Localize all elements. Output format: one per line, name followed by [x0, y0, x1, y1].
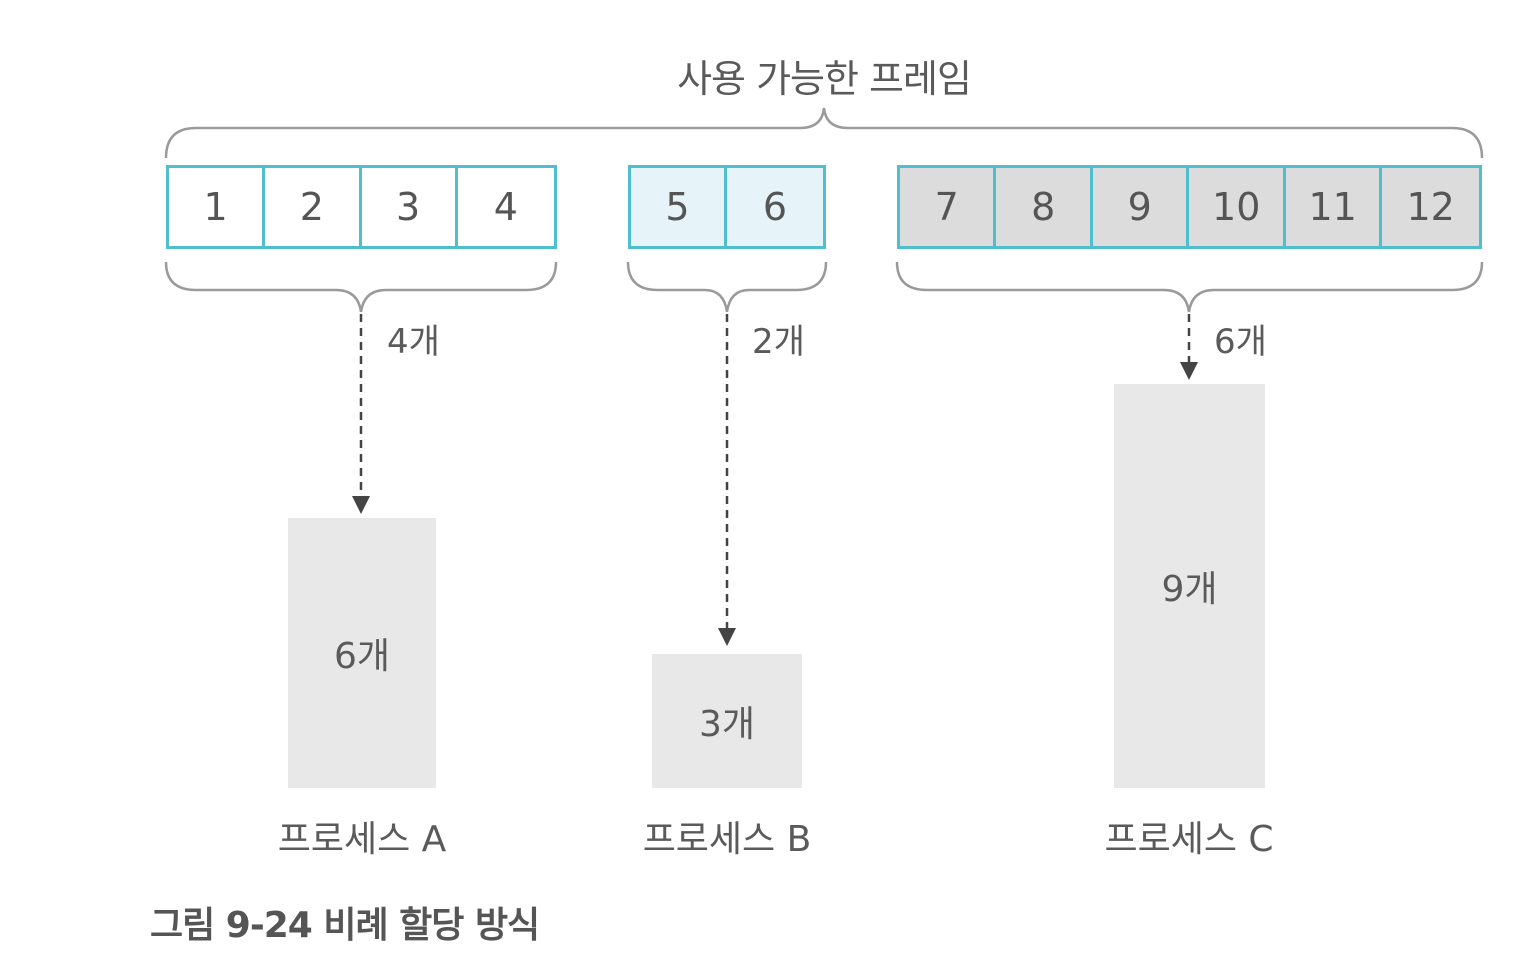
brace-group-a: [164, 261, 558, 313]
diagram-title: 사용 가능한 프레임: [677, 57, 972, 101]
process-label-c: 프로세스 C: [1104, 819, 1274, 860]
brace-group-c: [895, 261, 1484, 313]
process-box-a: 6개: [288, 518, 436, 788]
arrowhead-a: [352, 496, 370, 514]
frame-cell: 5: [631, 168, 727, 246]
process-label-b: 프로세스 B: [642, 819, 812, 860]
frame-cell: 8: [996, 168, 1093, 246]
process-box-c: 9개: [1114, 384, 1265, 788]
process-size-a: 6개: [333, 636, 391, 677]
arrowhead-c: [1180, 362, 1198, 380]
frame-cell: 1: [169, 168, 266, 246]
process-label-a: 프로세스 A: [277, 819, 447, 860]
brace-group-b: [626, 261, 828, 313]
frame-cell: 4: [457, 168, 554, 246]
frame-cell: 6: [727, 168, 823, 246]
frame-cell: 3: [361, 168, 458, 246]
frame-cell: 9: [1092, 168, 1190, 246]
figure-caption: 그림 9-24 비례 할당 방식: [150, 905, 540, 946]
allocation-count-a: 4개: [387, 322, 440, 362]
frame-cell: 2: [265, 168, 362, 246]
process-box-b: 3개: [652, 654, 802, 788]
frame-group-a: 1 2 3 4: [166, 165, 557, 249]
frame-group-c: 7 8 9 10 11 12: [897, 165, 1482, 249]
frame-cell: 7: [900, 168, 997, 246]
top-brace: [164, 107, 1484, 159]
frame-cell: 12: [1382, 168, 1479, 246]
process-size-c: 9개: [1161, 569, 1218, 610]
arrowhead-b: [718, 628, 736, 646]
allocation-count-b: 2개: [752, 322, 805, 362]
frame-group-b: 5 6: [628, 165, 826, 249]
frame-cell: 10: [1189, 168, 1286, 246]
allocation-count-c: 6개: [1214, 322, 1267, 362]
frame-cell: 11: [1285, 168, 1383, 246]
process-size-b: 3개: [698, 704, 756, 745]
